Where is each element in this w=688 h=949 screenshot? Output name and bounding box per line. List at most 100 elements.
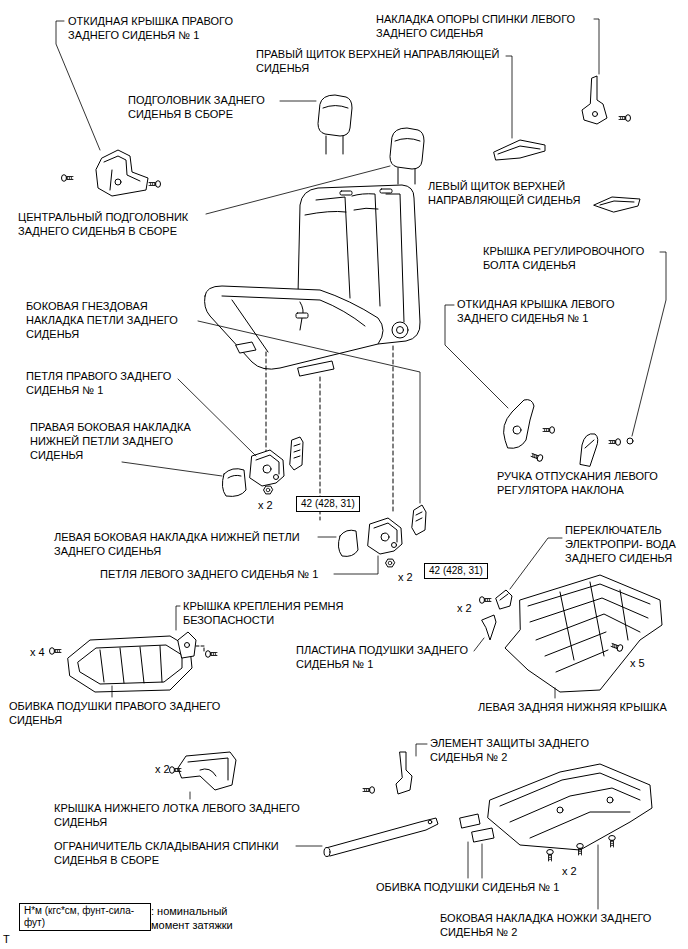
part-label: ОТКИДНАЯ КРЫШКА ПРАВОГО ЗАДНЕГО СИДЕНЬЯ … xyxy=(68,14,258,42)
part-shape xyxy=(600,201,634,205)
part-shape xyxy=(305,208,378,215)
part-shape xyxy=(395,139,420,142)
part-label: ОБИВКА ПОДУШКИ СИДЕНЬЯ № 1 xyxy=(376,880,559,894)
part-label: T xyxy=(3,932,10,946)
part-shape xyxy=(78,645,182,684)
lower-cover-left xyxy=(505,575,662,692)
part-shape xyxy=(368,518,402,554)
part-shape xyxy=(528,584,650,672)
part-label: БОКОВАЯ НАКЛАДКА НОЖКИ ЗАДНЕГО СИДЕНЬЯ №… xyxy=(440,911,675,939)
recliner-cover-left xyxy=(504,400,534,449)
part-shape xyxy=(609,836,616,848)
power-seat-switch xyxy=(496,590,512,609)
recliner-cover-right xyxy=(96,150,148,196)
box-text: 42 (428, 31) xyxy=(429,565,483,577)
part-shape xyxy=(500,594,508,600)
part-shape xyxy=(324,848,330,857)
part-shape xyxy=(460,814,480,828)
part-label: РУЧКА ОТПУСКАНИЯ ЛЕВОГО РЕГУЛЯТОРА НАКЛО… xyxy=(497,469,675,497)
part-label: ПРАВЫЙ ЩИТОК ВЕРХНЕЙ НАПРАВЛЯЮЩЕЙ СИДЕНЬ… xyxy=(256,47,518,75)
part-shape xyxy=(326,136,343,154)
part-shape xyxy=(386,559,395,567)
part-shape xyxy=(96,150,148,196)
part-label: ПЕРЕКЛЮЧАТЕЛЬ ЭЛЕКТРОПРИ- ВОДА ЗАДНЕГО С… xyxy=(565,523,677,565)
part-label: ПЕТЛЯ ПРАВОГО ЗАДНЕГО СИДЕНЬЯ № 1 xyxy=(26,369,188,397)
part-shape xyxy=(115,179,121,185)
part-shape xyxy=(480,597,492,604)
bolt-cover xyxy=(627,438,633,444)
part-shape xyxy=(256,455,279,474)
part-label: КРЫШКА КРЕПЛЕНИЯ РЕМНЯ БЕЗОПАСНОСТИ xyxy=(183,599,355,627)
quantity-mark: x 2 xyxy=(562,864,577,878)
part-shape xyxy=(500,773,640,838)
part-label: ЛЕВАЯ ЗАДНЯЯ НИЖНЯЯ КРЫШКА xyxy=(478,700,667,714)
part-shape xyxy=(340,191,352,195)
cushion-plate xyxy=(482,615,496,640)
part-shape xyxy=(580,434,598,466)
torque-box: 42 (428, 31) xyxy=(296,496,360,512)
fold-limiter xyxy=(324,818,438,857)
part-label: ПОДГОЛОВНИК ЗАДНЕГО СИДЕНЬЯ В СБОРЕ xyxy=(128,93,288,121)
part-shape xyxy=(149,181,161,188)
part-label: КРЫШКА НИЖНЕГО ЛОТКА ЛЕВОГО ЗАДНЕГО СИДЕ… xyxy=(54,801,319,829)
leg-base xyxy=(460,764,652,850)
part-shape xyxy=(363,787,375,794)
part-label: КРЫШКА РЕГУЛИРОВОЧНОГО БОЛТА СИДЕНЬЯ xyxy=(483,244,673,272)
part-shape xyxy=(412,505,426,535)
headrest-center xyxy=(390,128,424,184)
part-shape xyxy=(264,486,273,494)
part-shape xyxy=(594,197,640,212)
part-shape xyxy=(513,426,521,434)
back-support-cover xyxy=(582,76,607,124)
part-label: ОБИВКА ПОДУШКИ ПРАВОГО ЗАДНЕГО СИДЕНЬЯ xyxy=(9,699,241,727)
part-shape xyxy=(188,758,228,780)
part-shape xyxy=(294,444,300,458)
part-label: ОГРАНИЧИТЕЛЬ СКЛАДЫВАНИЯ СПИНКИ СИДЕНЬЯ … xyxy=(54,839,299,867)
part-label: ПЕТЛЯ ЛЕВОГО ЗАДНЕГО СИДЕНЬЯ № 1 xyxy=(100,567,318,581)
part-shape xyxy=(228,475,241,478)
hinge-cover-right xyxy=(222,469,246,497)
quantity-mark: x 4 xyxy=(30,645,45,659)
part-shape xyxy=(496,590,512,609)
part-shape xyxy=(380,189,392,193)
part-shape xyxy=(338,530,358,556)
part-shape xyxy=(318,95,352,136)
part-shape xyxy=(498,146,540,154)
part-shape xyxy=(619,115,631,122)
part-shape xyxy=(323,106,348,109)
part-shape xyxy=(236,342,256,353)
part-shape xyxy=(504,400,534,449)
part-shape xyxy=(582,76,607,124)
part-shape xyxy=(482,615,496,640)
part-shape xyxy=(68,636,192,692)
part-shape xyxy=(205,286,383,369)
tray-cover xyxy=(178,752,236,790)
part-shape xyxy=(505,575,662,692)
part-shape xyxy=(390,128,424,169)
part-label: ПРАВАЯ БОКОВАЯ НАКЛАДКА НИЖНЕЙ ПЕТЛИ ЗАД… xyxy=(30,420,205,462)
part-shape xyxy=(428,820,432,824)
part-shape xyxy=(488,764,652,850)
part-shape xyxy=(100,646,162,683)
part-shape xyxy=(381,533,389,541)
part-shape xyxy=(416,512,422,521)
part-shape xyxy=(392,322,408,338)
socket-cover xyxy=(290,437,303,470)
part-shape xyxy=(326,818,438,856)
guide-cover-right xyxy=(494,140,545,160)
part-shape xyxy=(374,523,397,542)
box-text: 42 (428, 31) xyxy=(301,498,355,510)
protection-element xyxy=(396,752,412,794)
part-label: БОКОВАЯ ГНЕЗДОВАЯ НАКЛАДКА ПЕТЛИ ЗАДНЕГО… xyxy=(26,299,196,341)
part-shape xyxy=(274,475,279,480)
part-shape xyxy=(577,844,584,856)
quantity-mark: x 2 xyxy=(398,570,413,584)
part-label: ПЛАСТИНА ПОДУШКИ ЗАДНЕГО СИДЕНЬЯ № 1 xyxy=(296,643,478,671)
torque-legend-box: Н*м (кгс*см, фунт-сила-фут) xyxy=(19,903,151,931)
parts xyxy=(50,19,667,909)
release-handle xyxy=(580,434,598,466)
part-shape xyxy=(547,850,554,862)
part-shape xyxy=(557,807,563,813)
box-text: Н*м (кгс*см, фунт-сила-фут) xyxy=(24,905,146,929)
